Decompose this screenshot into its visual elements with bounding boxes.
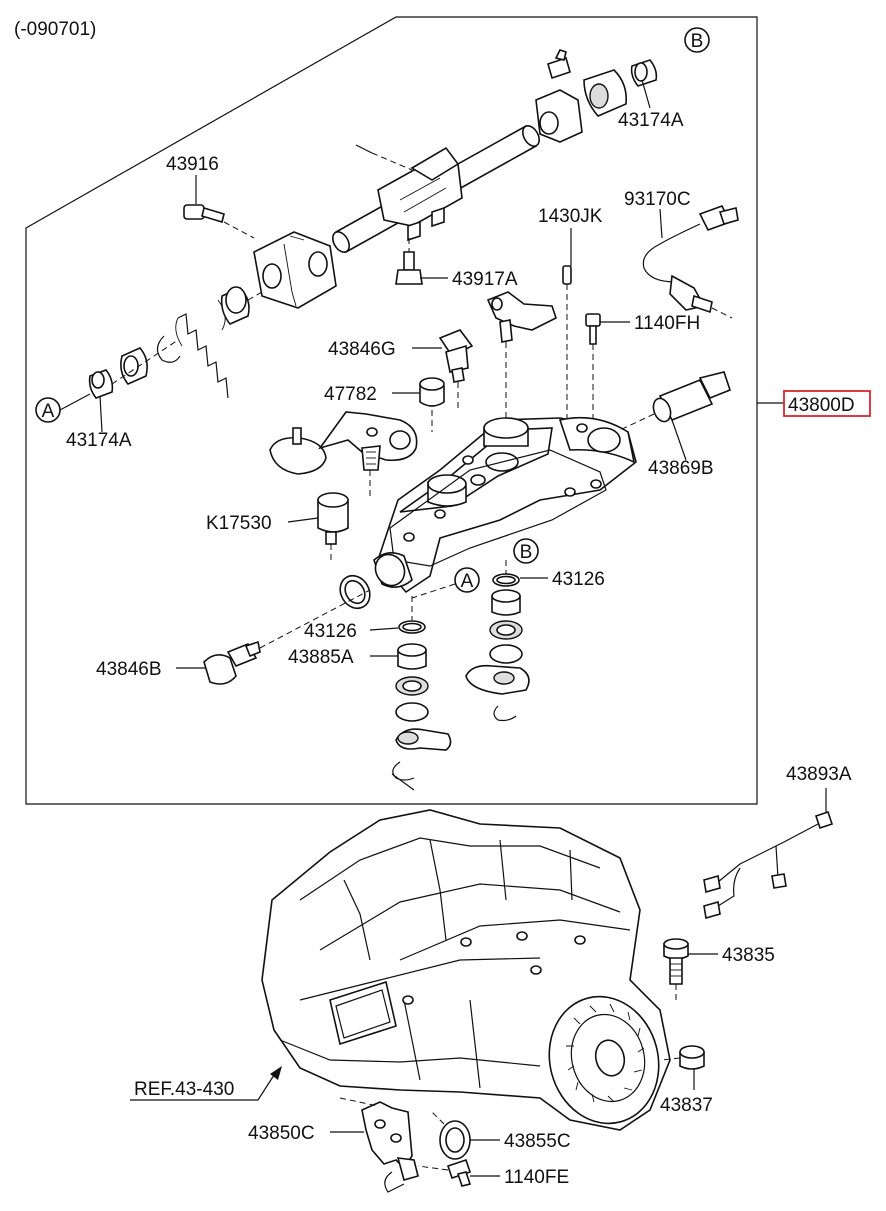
harness-43893A: [703, 788, 834, 920]
svg-text:B: B: [520, 542, 533, 563]
bracket-43850C: [339, 1097, 419, 1193]
bolt-1140FH: [585, 313, 601, 470]
marker-a-mid: A: [454, 567, 480, 593]
shift-shaft: [332, 49, 658, 254]
detent-spring-group: [88, 286, 263, 399]
callout-43800D[interactable]: 43800D: [788, 395, 855, 416]
callout-43800D-highlight: [783, 390, 871, 417]
switch-43846B: [203, 589, 371, 685]
callout-43126-right: 43126: [552, 569, 605, 590]
plug-43837: [661, 1045, 705, 1070]
sensor-93170C: [642, 205, 739, 319]
callout-1430JK: 1430JK: [538, 206, 603, 227]
callout-43835: 43835: [722, 945, 775, 966]
bearing-stack-left: [391, 596, 452, 791]
callout-43174A-top: 43174A: [618, 110, 684, 131]
callout-43893A: 43893A: [786, 764, 852, 785]
callout-43850C: 43850C: [248, 1123, 315, 1144]
bolt-43835: [663, 938, 689, 1000]
callout-43174A-left: 43174A: [66, 430, 132, 451]
callout-43846G: 43846G: [328, 339, 396, 360]
svg-text:A: A: [461, 571, 474, 592]
callout-43869B: 43869B: [648, 458, 714, 479]
bracket-43916: [183, 204, 337, 309]
svg-text:A: A: [42, 401, 55, 422]
transmission-case: [261, 809, 671, 1131]
callout-93170C: 93170C: [624, 189, 691, 210]
callout-43885A: 43885A: [288, 647, 354, 668]
pin-1430JK: [562, 228, 572, 440]
leader-lines: [99, 79, 718, 1177]
bolt-43917A: [395, 238, 423, 285]
switch-43846G: [438, 329, 474, 408]
plug-47782: [419, 377, 445, 432]
callout-K17530: K17530: [206, 513, 272, 534]
bearing-stack-right: [465, 560, 530, 722]
callout-47782: 47782: [324, 384, 377, 405]
bolt-1140FE: [417, 1158, 472, 1187]
sensor-43869B: [619, 371, 731, 431]
assembly-outline: [25, 16, 758, 805]
callout-43855C: 43855C: [504, 1131, 571, 1152]
marker-a-left: A: [35, 397, 61, 423]
seal-43855C: [429, 1109, 471, 1160]
marker-b-top: B: [684, 27, 710, 53]
solenoid-K17530: [317, 492, 349, 560]
callout-1140FH: 1140FH: [634, 313, 700, 334]
callout-43846B: 43846B: [96, 659, 162, 680]
housing-43800D: [339, 416, 637, 610]
header-code: (-090701): [14, 19, 96, 40]
callout-43126-left: 43126: [304, 621, 357, 642]
callout-1140FE: 1140FE: [504, 1167, 569, 1188]
select-lever: [269, 411, 418, 500]
marker-b-mid: B: [513, 538, 539, 564]
callout-43917A: 43917A: [452, 269, 518, 290]
svg-text:B: B: [691, 31, 704, 52]
select-lever-bracket: [486, 291, 557, 425]
callout-43916: 43916: [166, 154, 219, 175]
callout-ref-43-430: REF.43-430: [134, 1079, 234, 1100]
callout-43837: 43837: [660, 1095, 713, 1116]
